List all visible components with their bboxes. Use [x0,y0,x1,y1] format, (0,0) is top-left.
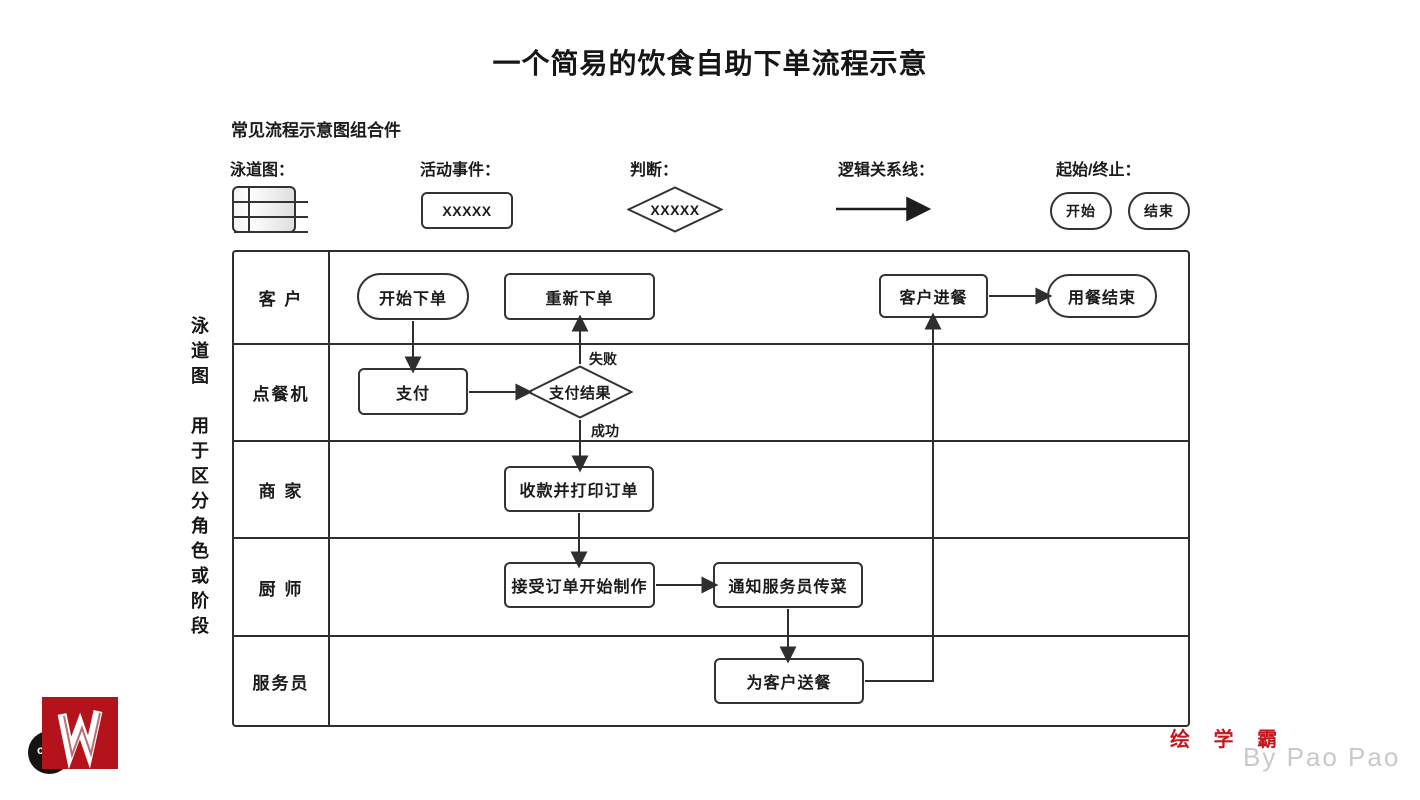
diamond-outline [627,186,723,233]
lane-label-waiter: 服务员 [234,637,330,725]
node-notify-serve: 通知服务员传菜 [713,562,863,608]
legend-heading: 常见流程示意图组合件 [231,121,401,140]
diamond-outline [527,365,633,419]
lane-customer: 客 户 [234,252,1188,345]
node-collect-print: 收款并打印订单 [504,466,654,512]
lane-label-kiosk: 点餐机 [234,345,330,440]
node-deliver-meal: 为客户送餐 [714,658,864,704]
legend-label-decision: 判断： [630,162,679,179]
logo-w-icon [42,697,118,769]
node-pay: 支付 [358,368,468,415]
activity-sample-shape: XXXXX [421,192,513,229]
logo-w-shadow [63,712,101,759]
end-terminal-sample: 结束 [1128,192,1190,230]
byline: By Pao Pao [1243,742,1401,772]
edge-label-fail: 失败 [589,351,617,367]
node-pay-result: 支付结果 [527,365,633,419]
node-start-order: 开始下单 [357,273,469,320]
lane-chef: 厨 师 [234,539,1188,637]
decision-sample-text: XXXXX [650,201,700,218]
lane-label-merchant: 商 家 [234,442,330,537]
node-customer-dine: 客户进餐 [879,274,988,318]
logo-w-stroke [57,710,103,769]
lane-kiosk: 点餐机 [234,345,1188,442]
lane-waiter: 服务员 [234,637,1188,725]
copyright-mark-icon: c [37,743,44,757]
legend-label-swimlane: 泳道图： [230,162,295,179]
page-title: 一个简易的饮食自助下单流程示意 [492,48,928,79]
edge-label-success: 成功 [591,423,619,439]
node-pay-result-text: 支付结果 [548,384,611,402]
node-meal-end: 用餐结束 [1047,274,1157,318]
lane-merchant: 商 家 [234,442,1188,539]
brand-name: 绘 学 霸 [1170,729,1287,751]
swimlane-table-icon [232,186,308,233]
lane-label-customer: 客 户 [234,252,330,343]
legend-label-terminal: 起始/终止： [1056,162,1141,179]
start-terminal-sample: 开始 [1050,192,1112,230]
node-accept-cook: 接受订单开始制作 [504,562,655,608]
swimlane-side-note: 泳道图 用于区分角色或阶段 [189,316,209,641]
swimlane-board: 客 户 点餐机 商 家 厨 师 服务员 [232,250,1190,727]
decision-sample-shape: XXXXX [627,186,723,233]
node-reorder: 重新下单 [504,273,655,320]
lane-label-chef: 厨 师 [234,539,330,635]
lane-body-merchant [330,442,1188,537]
legend-label-connector: 逻辑关系线： [838,162,935,179]
legend-label-activity: 活动事件： [420,162,501,179]
